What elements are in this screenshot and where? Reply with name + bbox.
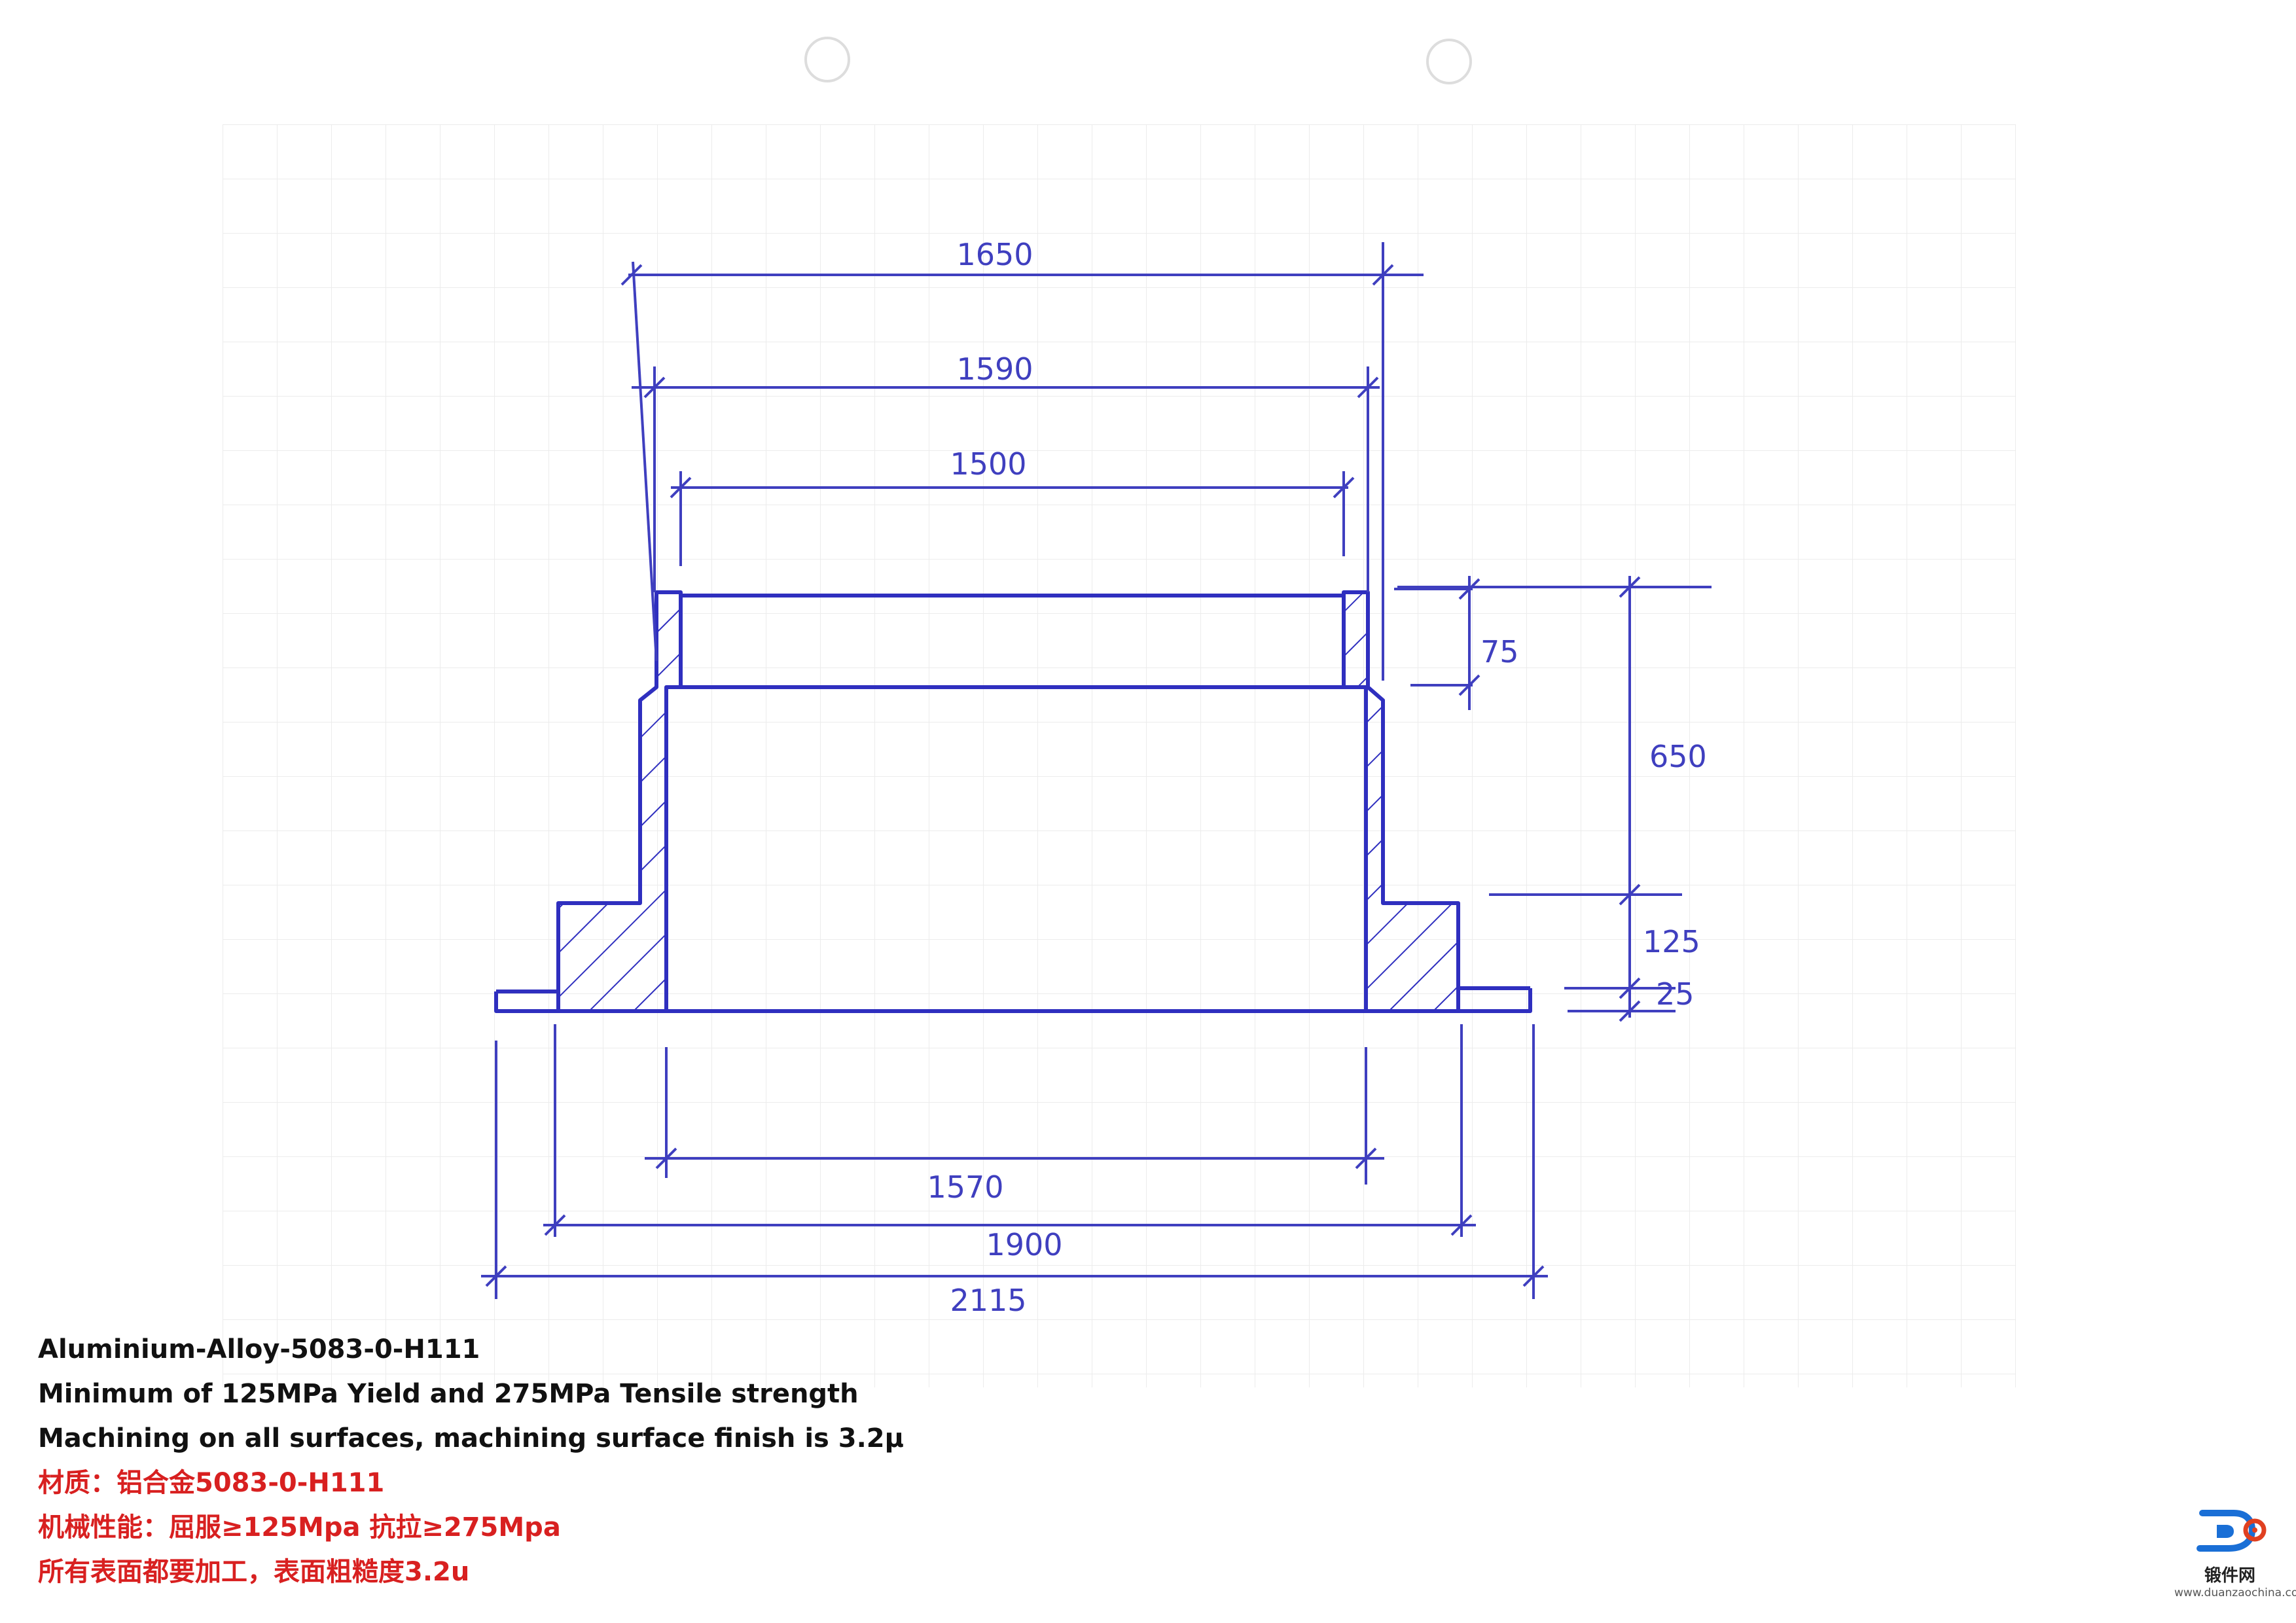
hatch-right [1344,592,1528,1010]
dimension-label-25: 25 [1656,976,1695,1012]
logo-mark-icon [2197,1510,2267,1552]
site-logo[interactable]: 锻件网 www.duanzaochina.com [2174,1504,2296,1599]
dimension-label-125: 125 [1643,924,1700,959]
dimension-1900 [543,1024,1476,1237]
graph-paper-grid [223,124,2016,1387]
part-outline [494,594,1532,1013]
dimension-label-650: 650 [1649,739,1707,774]
dimension-650 [1397,576,1712,1022]
punch-hole [1426,39,1472,84]
punch-hole [804,37,850,82]
dimension-label-2115: 2115 [950,1283,1026,1318]
dimension-label-1590: 1590 [956,351,1033,387]
dimension-1590 [632,366,1380,592]
dimension-1570 [645,1047,1384,1185]
dimension-1500 [670,471,1355,566]
note-finish-cn: 所有表面都要加工，表面粗糙度3.2u [38,1557,470,1587]
dimension-label-75: 75 [1480,634,1519,669]
hatch-left [499,592,681,1010]
specification-notes: Aluminium-Alloy-5083-0-H111 Minimum of 1… [38,1327,904,1594]
dimension-label-1900: 1900 [986,1227,1062,1262]
note-material-cn: 材质：铝合金5083-0-H111 [38,1468,385,1498]
logo-name: 锻件网 [2204,1566,2255,1586]
note-strength-en: Minimum of 125MPa Yield and 275MPa Tensi… [38,1379,859,1409]
dimension-label-1500: 1500 [950,446,1026,482]
dimension-2115 [481,1024,1548,1299]
note-material-en: Aluminium-Alloy-5083-0-H111 [38,1334,480,1364]
dimension-1650 [620,242,1424,681]
dimension-75 [1394,576,1480,710]
note-finish-en: Machining on all surfaces, machining sur… [38,1423,905,1454]
note-strength-cn: 机械性能：屈服≥125Mpa 抗拉≥275Mpa [38,1512,561,1543]
dimension-label-1570: 1570 [927,1169,1003,1205]
dimension-label-1650: 1650 [956,237,1033,272]
logo-url: www.duanzaochina.com [2174,1586,2296,1599]
